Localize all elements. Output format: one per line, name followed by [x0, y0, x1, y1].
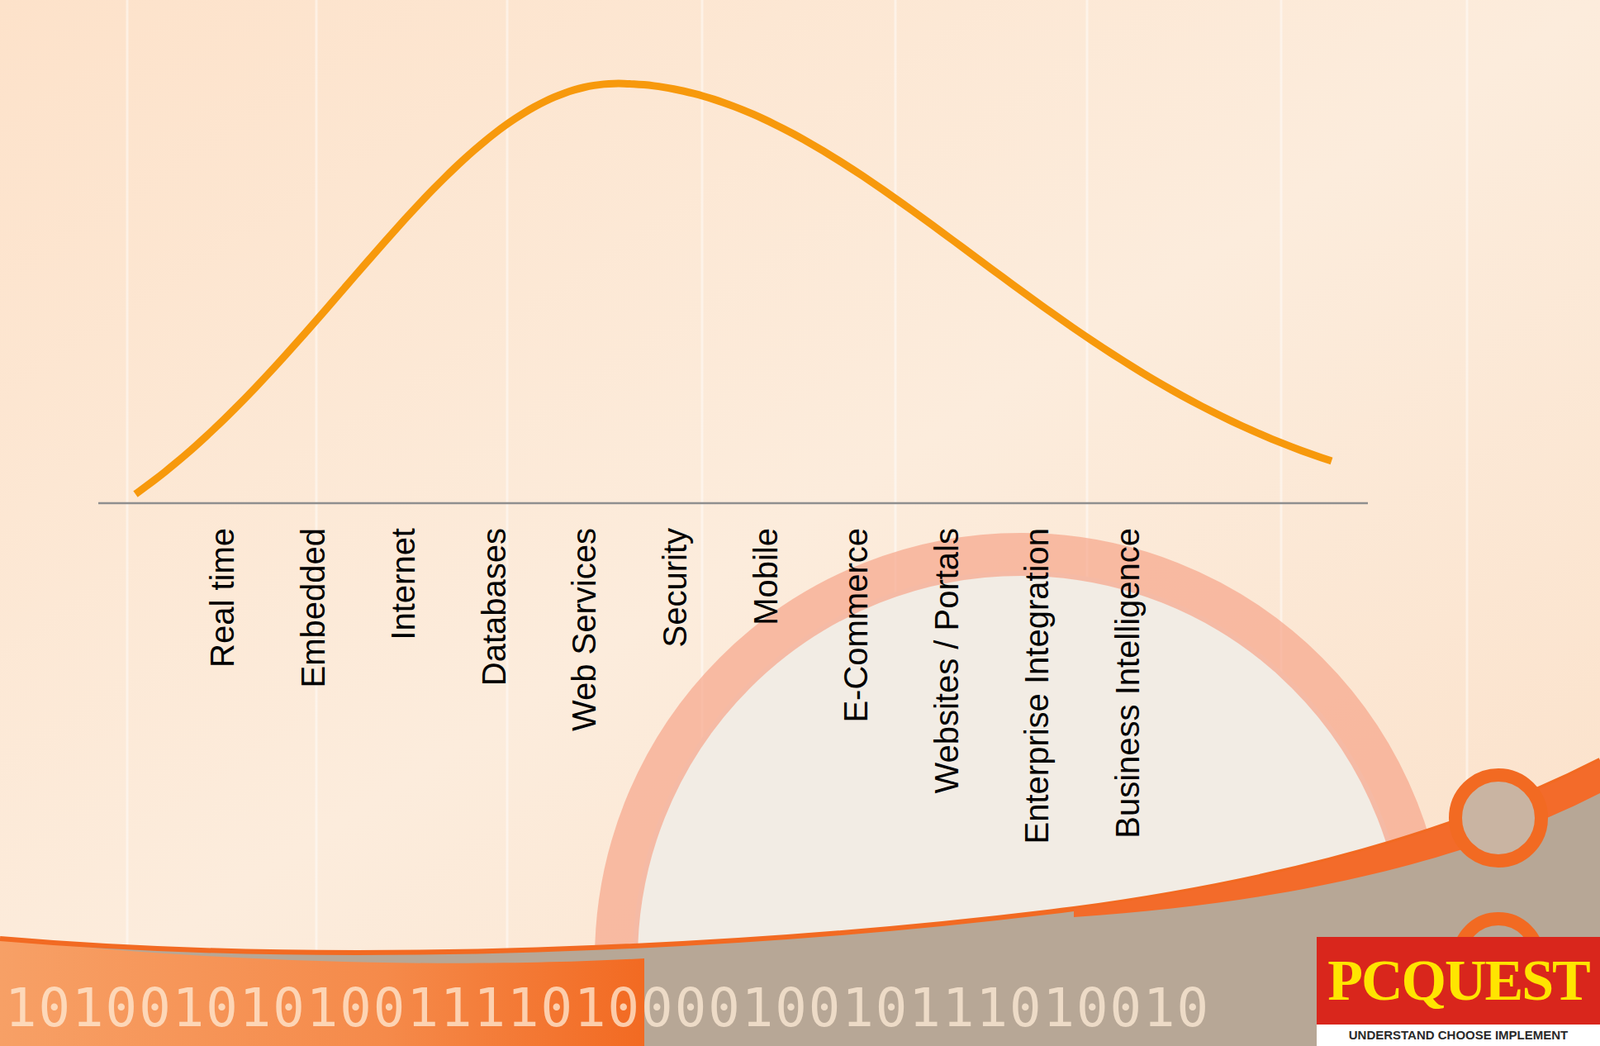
- category-label: Business Intelligence: [1109, 527, 1146, 839]
- category-label: Mobile: [747, 527, 784, 626]
- bell-curve: [135, 83, 1332, 494]
- category-label: Embedded: [294, 527, 332, 688]
- category-label: Databases: [475, 527, 513, 686]
- band-edge: [0, 759, 1600, 953]
- axis-line: [98, 502, 1368, 505]
- small-ring: [1455, 774, 1542, 861]
- logo-wordmark: PCQUEST: [1316, 936, 1600, 1025]
- lower-band: [0, 759, 1600, 1046]
- category-label: E-Commerce: [837, 527, 874, 723]
- binary-watermark: 101001010100111101000010010111010010: [4, 981, 1211, 1035]
- category-label: Real time: [204, 527, 241, 668]
- category-label: Enterprise Integration: [1018, 527, 1055, 844]
- category-label: Web Services: [565, 527, 603, 732]
- band-stripe: [1073, 759, 1600, 917]
- category-label: Websites / Portals: [928, 527, 965, 794]
- category-label: Internet: [384, 527, 422, 641]
- logo-tagline: UNDERSTAND CHOOSE IMPLEMENT: [1316, 1024, 1600, 1046]
- category-label: Security: [656, 527, 694, 648]
- logo-box: PCQUESTUNDERSTAND CHOOSE IMPLEMENT: [1316, 936, 1600, 1046]
